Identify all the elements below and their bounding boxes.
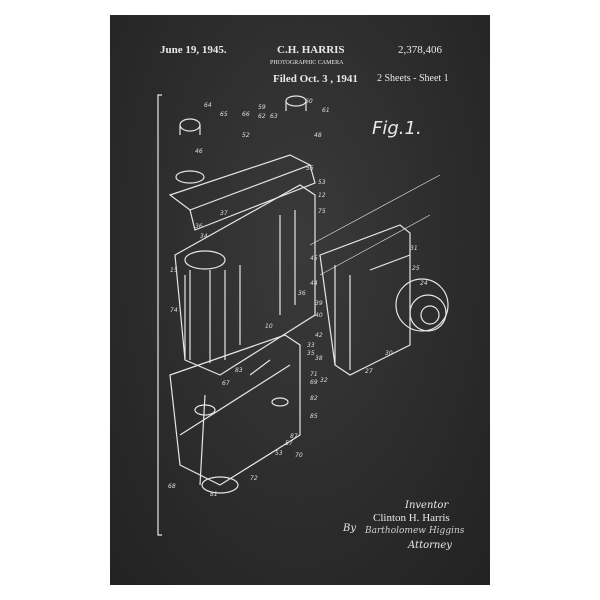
reference-number: 39 [315,300,323,307]
reference-number: 63 [270,113,278,120]
reference-number: 33 [307,342,315,349]
reference-number: 67 [222,380,230,387]
reference-number: 53 [275,450,283,457]
reference-number: 62 [258,113,266,120]
patent-date: June 19, 1945. [160,44,227,56]
reference-number: 71 [310,371,318,378]
patent-poster: 64 65 66 59 60 62 63 61 52 48 46 55 53 12 75 37 36 34 15 74… [110,15,490,585]
reference-number: 72 [250,475,258,482]
reference-number: 60 [305,98,313,105]
reference-number: 38 [315,355,323,362]
reference-number: 40 [315,312,323,319]
reference-number: 27 [365,368,373,375]
reference-number: 10 [265,323,273,330]
reference-number: 32 [320,377,328,384]
reference-number: 15 [170,267,178,274]
filed-date: Filed Oct. 3 , 1941 [273,73,358,85]
reference-number: 25 [412,265,420,272]
reference-number: 12 [318,192,326,199]
reference-number: 24 [420,280,428,287]
reference-number: 82 [310,395,318,402]
reference-number: 35 [307,350,315,357]
reference-number: 37 [220,210,228,217]
reference-number: 36 [195,223,203,230]
inventor-label: Inventor [405,500,449,511]
reference-number: 44 [310,280,318,287]
reference-number: 69 [310,379,318,386]
reference-number: 75 [318,208,326,215]
figure-label: Fig.1. [372,118,422,139]
reference-number: 61 [322,107,330,114]
reference-number: 30 [385,350,393,357]
reference-number: 74 [170,307,178,314]
camera-patent-drawing [157,94,449,536]
reference-number: 45 [310,255,318,262]
reference-number: 81 [210,491,218,498]
reference-number: 70 [295,452,303,459]
reference-number: 66 [242,111,250,118]
by-label: By [343,523,356,534]
reference-number: 55 [306,165,314,172]
reference-number: 65 [220,111,228,118]
patent-title: PHOTOGRAPHIC CAMERA [270,60,344,66]
inventor-header: C.H. HARRIS [277,44,345,56]
reference-number: 34 [200,233,208,240]
reference-number: 87 [290,433,298,440]
reference-number: 31 [410,245,418,252]
reference-number: 68 [168,483,176,490]
reference-number: 53 [318,179,326,186]
reference-number: 85 [310,413,318,420]
reference-number: 59 [258,104,266,111]
reference-number: 48 [314,132,322,139]
attorney-signature: Bartholomew Higgins [365,526,465,536]
sheet-info: 2 Sheets - Sheet 1 [377,73,449,84]
reference-number: 36 [298,290,306,297]
reference-number: 42 [315,332,323,339]
reference-number: 52 [242,132,250,139]
reference-number: 83 [235,367,243,374]
inventor-name: Clinton H. Harris [373,512,450,524]
patent-number: 2,378,406 [398,44,442,56]
attorney-label: Attorney [408,540,452,551]
reference-number: 64 [204,102,212,109]
reference-number: 57 [285,440,293,447]
reference-number: 46 [195,148,203,155]
